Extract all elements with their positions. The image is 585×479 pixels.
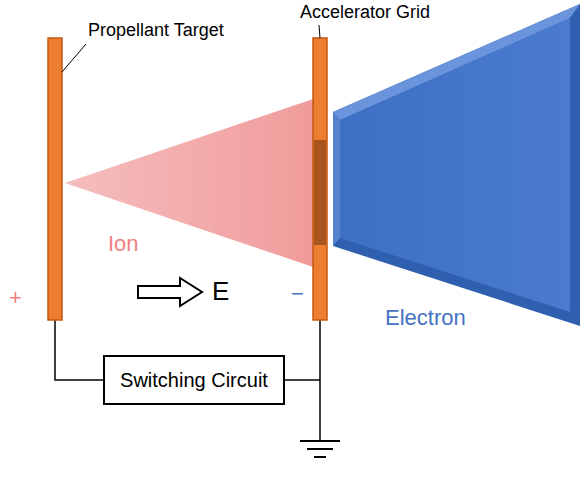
leader-line [319,25,320,38]
species-label: Ion [108,232,139,256]
leader-line [62,44,86,72]
circuit-box: Switching Circuit [103,355,285,405]
grid-aperture [314,140,326,245]
ground-symbol [300,441,340,457]
field-label: E [212,277,229,306]
polarity-sign: − [291,282,304,306]
species-label: Electron [385,306,466,330]
accelerator-grid [313,38,327,320]
ion-plume [65,96,322,270]
box-label: Switching Circuit [120,369,268,392]
polarity-sign: + [9,286,22,310]
part-label: Propellant Target [88,21,224,41]
field-arrow [138,278,202,306]
wire [319,318,321,441]
propellant-target [48,38,62,320]
electron-plume [333,4,580,326]
part-label: Accelerator Grid [300,3,430,23]
